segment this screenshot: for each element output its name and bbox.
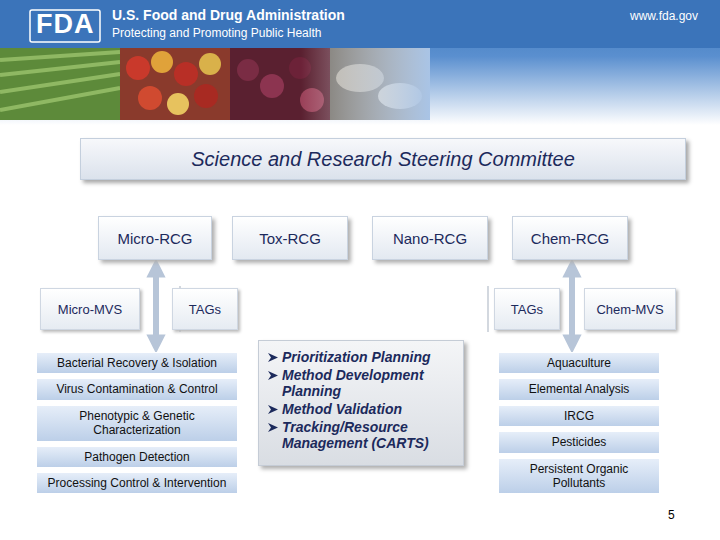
node-text: Phenotypic & Genetic Characterization: [43, 409, 231, 438]
node-text: Tox-RCG: [259, 230, 321, 247]
node-text: Prioritization Planning: [282, 349, 431, 365]
page-number: 5: [668, 508, 675, 522]
topic-box: Pesticides: [498, 431, 660, 453]
group-box: Micro-RCG: [98, 216, 212, 260]
bullet-arrow: [267, 422, 279, 433]
node-text: Persistent Organic Pollutants: [505, 462, 653, 491]
topic-box: Bacterial Recovery & Isolation: [36, 352, 238, 374]
double-arrow: [153, 268, 159, 344]
topic-box: Elemental Analysis: [498, 378, 660, 400]
topic-box: Persistent Organic Pollutants: [498, 458, 660, 495]
node-text: Science and Research Steering Committee: [191, 148, 575, 171]
topic-box: Aquaculture: [498, 352, 660, 374]
header-title: U.S. Food and Drug Administration: [112, 7, 345, 23]
committee-box: Science and Research Steering Committee: [80, 138, 686, 180]
node-text: Processing Control & Intervention: [48, 476, 227, 490]
fda-logo-frame: [30, 10, 100, 42]
group-box: Chem-RCG: [512, 216, 628, 260]
subgroup-box: Chem-MVS: [584, 288, 676, 330]
node-text: Bacterial Recovery & Isolation: [57, 356, 217, 370]
logo-text: FDA: [36, 9, 95, 40]
node-text: Method Development Planning: [282, 367, 455, 399]
node-text: TAGs: [511, 302, 543, 317]
topic-box: Phenotypic & Genetic Characterization: [36, 405, 238, 442]
bullet-item: Tracking/Resource Management (CARTS): [267, 419, 455, 451]
bullet-item: Prioritization Planning: [267, 349, 455, 365]
subgroup-box: TAGs: [494, 288, 560, 330]
header-url: www.fda.gov: [630, 9, 698, 23]
node-text: Nano-RCG: [393, 230, 467, 247]
node-text: Elemental Analysis: [529, 382, 630, 396]
node-text: TAGs: [189, 302, 221, 317]
node-text: Chem-RCG: [531, 230, 609, 247]
topic-box: Virus Contamination & Control: [36, 378, 238, 400]
group-box: Tox-RCG: [232, 216, 348, 260]
node-text: Method Validation: [282, 401, 402, 417]
bullet-arrow: [267, 352, 279, 363]
topic-box: Pathogen Detection: [36, 446, 238, 468]
bullet-arrow: [267, 370, 279, 381]
node-text: Virus Contamination & Control: [56, 382, 217, 396]
group-box: Nano-RCG: [372, 216, 488, 260]
node-text: Chem-MVS: [596, 302, 663, 317]
bullet-item: Method Development Planning: [267, 367, 455, 399]
double-arrow: [569, 268, 575, 344]
topic-box: Processing Control & Intervention: [36, 472, 238, 494]
node-text: Tracking/Resource Management (CARTS): [282, 419, 455, 451]
bullet-item: Method Validation: [267, 401, 455, 417]
subgroup-box: Micro-MVS: [40, 288, 140, 330]
task-list-box: Prioritization PlanningMethod Developmen…: [258, 340, 464, 466]
node-text: Pathogen Detection: [84, 450, 189, 464]
node-text: IRCG: [564, 409, 594, 423]
subgroup-box: TAGs: [172, 288, 238, 330]
header-subtitle: Protecting and Promoting Public Health: [112, 26, 321, 40]
photo-strip: [0, 48, 430, 120]
node-text: Aquaculture: [547, 356, 611, 370]
topic-box: IRCG: [498, 405, 660, 427]
node-text: Micro-MVS: [58, 302, 122, 317]
bullet-arrow: [267, 404, 279, 415]
node-text: Pesticides: [552, 435, 607, 449]
node-text: Micro-RCG: [118, 230, 193, 247]
